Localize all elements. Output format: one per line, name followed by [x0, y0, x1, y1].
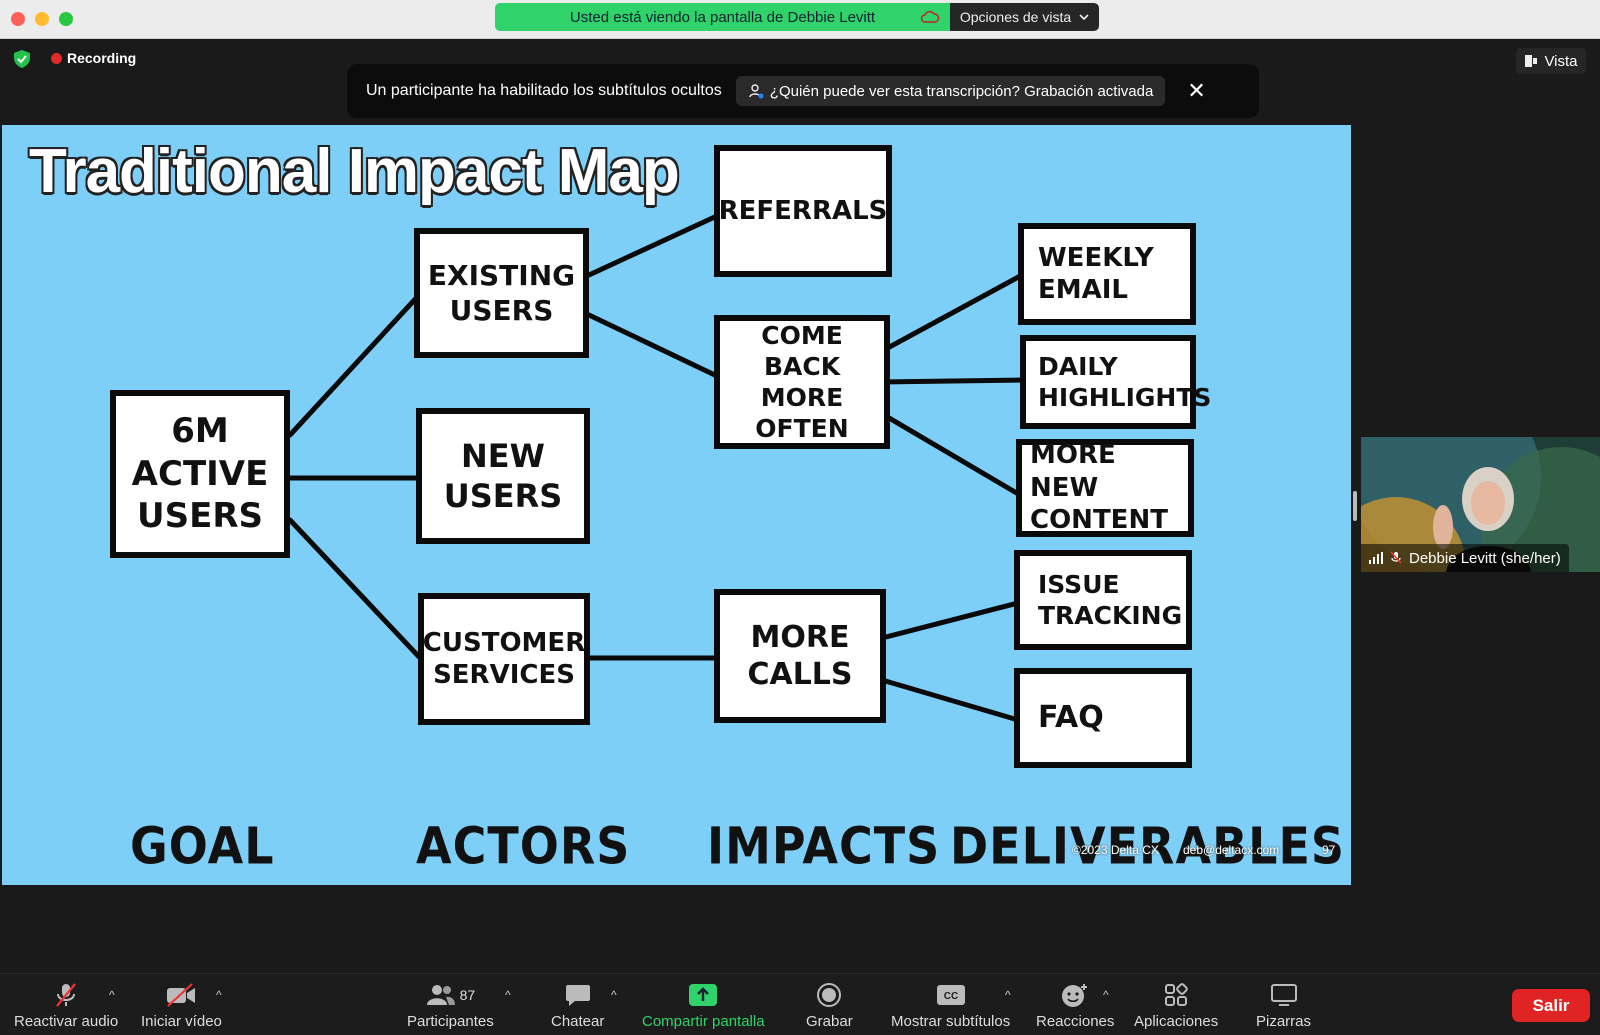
muted-microphone-icon — [56, 983, 76, 1007]
chat-options-caret-icon[interactable]: ^ — [611, 988, 617, 1002]
show-captions-button[interactable]: CC Mostrar subtítulos — [891, 982, 1010, 1030]
issue-tracking-box: ISSUE TRACKING — [1014, 550, 1192, 650]
chat-button[interactable]: Chatear — [551, 982, 604, 1030]
record-button[interactable]: Grabar — [806, 982, 853, 1030]
video-off-icon — [167, 983, 196, 1007]
slide-title: Traditional Impact Map — [29, 137, 680, 206]
viewing-screen-notice: Usted está viendo la pantalla de Debbie … — [495, 3, 950, 31]
unmute-audio-label: Reactivar audio — [14, 1013, 119, 1030]
video-options-caret-icon[interactable]: ^ — [216, 988, 222, 1002]
slide-copyright: ©2023 Delta CX — [1072, 843, 1159, 857]
transcript-visibility-link[interactable]: ¿Quién puede ver esta transcripción? Gra… — [735, 76, 1166, 106]
signal-strength-icon — [1369, 552, 1383, 564]
view-label: Vista — [1544, 52, 1578, 70]
recording-dot-icon — [51, 52, 62, 64]
chat-bubble-icon — [565, 985, 590, 1006]
referrals-box: REFERRALS — [714, 145, 892, 277]
participant-count: 87 — [459, 987, 476, 1003]
shared-slide: Traditional Impact Map 6M ACTIVE USERS E… — [2, 125, 1351, 885]
record-label: Grabar — [806, 1013, 853, 1030]
screen-share-banner: Usted está viendo la pantalla de Debbie … — [495, 3, 1099, 31]
goal-column-label: GOAL — [130, 816, 275, 876]
share-screen-button[interactable]: Compartir pantalla — [642, 982, 765, 1030]
start-video-label: Iniciar vídeo — [141, 1013, 222, 1030]
participant-name-tag: Debbie Levitt (she/her) — [1361, 544, 1569, 572]
more-new-content-box: MORE NEW CONTENT — [1016, 439, 1194, 537]
participant-name: Debbie Levitt (she/her) — [1409, 549, 1561, 567]
apps-button[interactable]: Aplicaciones — [1134, 982, 1218, 1030]
reactions-label: Reacciones — [1036, 1013, 1115, 1030]
actors-column-label: ACTORS — [416, 816, 631, 876]
leave-meeting-button[interactable]: Salir — [1512, 989, 1590, 1022]
cloud-icon — [920, 10, 940, 23]
deliverables-column-label: DELIVERABLES — [950, 816, 1346, 876]
existing-users-box: EXISTING USERS — [414, 228, 589, 358]
unmute-audio-button[interactable]: Reactivar audio — [14, 982, 118, 1030]
captions-notice-text: Un participante ha habilitado los subtít… — [366, 82, 722, 99]
panel-resize-handle[interactable] — [1353, 491, 1357, 521]
window-titlebar: Usted está viendo la pantalla de Debbie … — [0, 0, 1600, 39]
smiley-icon — [1062, 984, 1088, 1007]
daily-highlights-box: DAILY HIGHLIGHTS — [1020, 335, 1211, 429]
transcript-visibility-text: ¿Quién puede ver esta transcripción? Gra… — [769, 82, 1154, 100]
impacts-column-label: IMPACTS — [707, 816, 941, 876]
come-back-more-often-box: COME BACK MORE OFTEN — [714, 315, 890, 449]
audio-options-caret-icon[interactable]: ^ — [109, 988, 115, 1002]
faq-box: FAQ — [1014, 668, 1192, 768]
minimize-window-button[interactable] — [35, 12, 49, 26]
reactions-options-caret-icon[interactable]: ^ — [1103, 988, 1109, 1002]
participants-icon — [426, 985, 455, 1005]
slide-page-number: 97 — [1322, 843, 1336, 857]
person-icon — [749, 84, 764, 99]
grid-view-icon — [1525, 55, 1538, 67]
apps-label: Aplicaciones — [1134, 1013, 1219, 1030]
meeting-toolbar: Reactivar audio ^ Iniciar vídeo ^ 87 Par… — [0, 973, 1600, 1035]
viewing-screen-text: Usted está viendo la pantalla de Debbie … — [569, 8, 876, 26]
apps-icon — [1165, 983, 1188, 1006]
muted-microphone-icon — [1390, 551, 1402, 564]
whiteboards-button[interactable]: Pizarras — [1256, 982, 1311, 1030]
participant-video-tile[interactable]: Debbie Levitt (she/her) — [1361, 437, 1600, 572]
whiteboard-icon — [1270, 984, 1297, 1006]
recording-label: Recording — [67, 50, 137, 66]
close-icon[interactable]: ✕ — [1187, 78, 1206, 103]
goal-box: 6M ACTIVE USERS — [110, 390, 290, 558]
view-button[interactable]: Vista — [1516, 48, 1586, 74]
customer-services-box: CUSTOMER SERVICES — [418, 593, 590, 725]
captions-notice-bar: Un participante ha habilitado los subtít… — [347, 64, 1259, 118]
closed-captions-icon: CC — [936, 985, 965, 1005]
captions-options-caret-icon[interactable]: ^ — [1005, 988, 1011, 1002]
connector-lines — [287, 212, 1027, 723]
chevron-down-icon — [1079, 13, 1089, 20]
view-options-button[interactable]: Opciones de vista — [950, 3, 1099, 31]
record-icon — [817, 983, 842, 1007]
share-screen-label: Compartir pantalla — [642, 1013, 765, 1030]
start-video-button[interactable]: Iniciar vídeo — [141, 982, 222, 1030]
chat-label: Chatear — [551, 1013, 605, 1030]
new-users-box: NEW USERS — [416, 408, 590, 544]
share-screen-icon — [689, 984, 718, 1006]
maximize-window-button[interactable] — [59, 12, 73, 26]
participants-options-caret-icon[interactable]: ^ — [505, 988, 511, 1002]
participants-label: Participantes — [407, 1013, 494, 1030]
whiteboards-label: Pizarras — [1256, 1013, 1312, 1030]
close-window-button[interactable] — [11, 12, 25, 26]
slide-email: deb@deltacx.com — [1183, 843, 1280, 857]
view-options-label: Opciones de vista — [959, 9, 1072, 25]
more-calls-box: MORE CALLS — [714, 589, 886, 723]
participants-button[interactable]: 87 Participantes — [407, 982, 494, 1030]
weekly-email-box: WEEKLY EMAIL — [1018, 223, 1196, 325]
shield-check-icon[interactable] — [12, 49, 32, 69]
svg-text:CC: CC — [943, 991, 957, 1002]
recording-indicator[interactable]: Recording — [51, 50, 136, 66]
show-captions-label: Mostrar subtítulos — [891, 1013, 1011, 1030]
reactions-button[interactable]: Reacciones — [1036, 982, 1114, 1030]
